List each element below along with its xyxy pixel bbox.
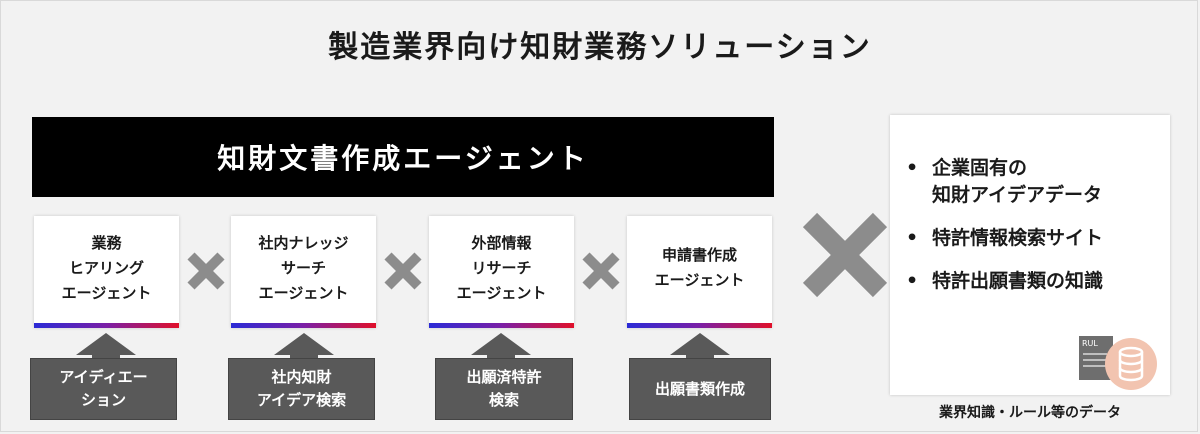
knowledge-item: 特許出願書類の知識	[906, 268, 1166, 295]
input-box-patent-search: 出願済特許 検索	[435, 358, 573, 420]
agent-label: 業務 ヒアリング エージェント	[61, 233, 152, 302]
database-icon: RUL	[1079, 336, 1157, 390]
up-arrow-icon	[76, 333, 136, 367]
gradient-bar	[627, 323, 772, 328]
knowledge-caption: 業界知識・ルール等のデータ	[939, 405, 1121, 421]
knowledge-item: 企業固有の 知財アイデアデータ	[906, 155, 1166, 209]
gradient-bar	[429, 323, 574, 328]
agent-label: 外部情報 リサーチ エージェント	[456, 233, 547, 302]
gradient-bar	[231, 323, 376, 328]
agent-label: 申請書作成 エージェント	[654, 246, 745, 289]
agent-label: 社内ナレッジ サーチ エージェント	[258, 233, 349, 302]
document-icon-text: RUL	[1082, 339, 1098, 348]
cross-icon	[582, 252, 620, 290]
input-box-ideation: アイディエー ション	[30, 358, 177, 420]
up-arrow-icon	[274, 333, 334, 367]
diagram-title: 製造業界向け知財業務ソリューション	[328, 30, 872, 65]
gradient-bar	[34, 323, 179, 328]
knowledge-item: 特許情報検索サイト	[906, 225, 1166, 252]
input-box-internal-search: 社内知財 アイデア検索	[228, 358, 375, 420]
cross-icon	[802, 212, 888, 298]
agent-card-external-research: 外部情報 リサーチ エージェント	[429, 216, 574, 328]
up-arrow-icon	[471, 333, 531, 367]
agent-card-application-writer: 申請書作成 エージェント	[627, 216, 772, 328]
input-box-document-creation: 出願書類作成	[629, 358, 771, 420]
cross-icon	[384, 252, 422, 290]
agent-card-hearing: 業務 ヒアリング エージェント	[34, 216, 179, 328]
up-arrow-icon	[670, 333, 730, 367]
cross-icon	[187, 252, 225, 290]
main-agent-banner: 知財文書作成エージェント	[32, 117, 774, 197]
agent-card-knowledge-search: 社内ナレッジ サーチ エージェント	[231, 216, 376, 328]
knowledge-list: 企業固有の 知財アイデアデータ 特許情報検索サイト 特許出願書類の知識	[906, 155, 1166, 311]
